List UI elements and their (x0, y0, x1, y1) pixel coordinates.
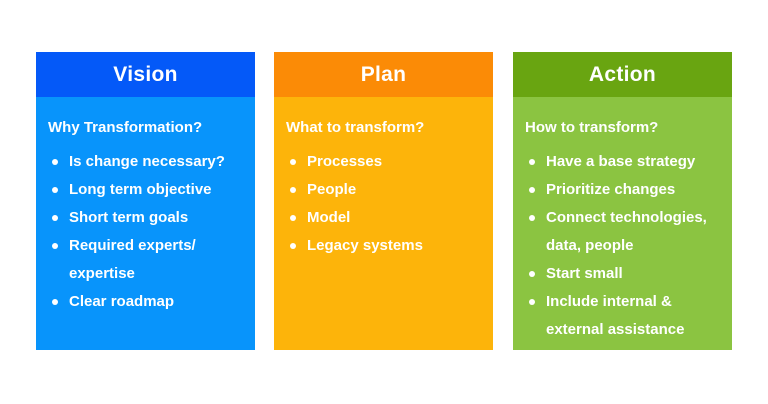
bullet-text: Legacy systems (307, 237, 423, 254)
bullet-text: Connect technologies, data, people (546, 209, 707, 254)
bullet-dot-icon (529, 271, 535, 277)
bullet-item: Clear roadmap (48, 288, 245, 316)
bullet-text: Long term objective (69, 181, 212, 198)
bullet-item: Include internal & external assistance (525, 288, 722, 344)
column-vision: Vision Why Transformation? Is change nec… (36, 52, 255, 350)
bullet-dot-icon (529, 187, 535, 193)
column-header-plan: Plan (274, 52, 493, 97)
bullet-text: Processes (307, 153, 383, 170)
bullet-item: Legacy systems (286, 232, 483, 260)
bullet-text: Clear roadmap (69, 293, 175, 310)
column-title: Action (588, 62, 657, 86)
bullet-dot-icon (52, 299, 58, 305)
bullet-item: Is change necessary? (48, 148, 245, 176)
bullet-text: Include internal & external assistance (546, 293, 685, 338)
column-header-vision: Vision (36, 52, 255, 97)
bullet-item: Start small (525, 260, 722, 288)
bullet-dot-icon (290, 215, 296, 221)
bullet-item: Have a base strategy (525, 148, 722, 176)
bullet-item: Connect technologies, data, people (525, 204, 722, 260)
bullet-dot-icon (52, 215, 58, 221)
column-title: Vision (113, 62, 178, 86)
bullet-item: Prioritize changes (525, 176, 722, 204)
bullet-item: Short term goals (48, 204, 245, 232)
bullet-item: Model (286, 204, 483, 232)
bullet-item: Long term objective (48, 176, 245, 204)
column-question: How to transform? (525, 119, 659, 136)
column-action: Action How to transform? Have a base str… (513, 52, 732, 350)
bullet-text: Required experts/ expertise (69, 237, 196, 282)
column-title: Plan (360, 62, 407, 86)
bullet-dot-icon (290, 187, 296, 193)
bullet-dot-icon (52, 159, 58, 165)
bullet-dot-icon (529, 299, 535, 305)
bullet-text: Model (307, 209, 351, 226)
bullet-item: People (286, 176, 483, 204)
bullet-text: Prioritize changes (546, 181, 676, 198)
bullet-item: Required experts/ expertise (48, 232, 245, 288)
column-question: What to transform? (286, 119, 425, 136)
bullet-item: Processes (286, 148, 483, 176)
bullet-text: People (307, 181, 357, 198)
bullet-dot-icon (529, 159, 535, 165)
bullet-dot-icon (52, 243, 58, 249)
bullet-dot-icon (290, 243, 296, 249)
bullet-dot-icon (529, 215, 535, 221)
bullet-dot-icon (290, 159, 296, 165)
bullet-dot-icon (52, 187, 58, 193)
column-question: Why Transformation? (48, 119, 203, 136)
column-body: Why Transformation? Is change necessary?… (36, 97, 255, 350)
column-header-action: Action (513, 52, 732, 97)
bullet-text: Is change necessary? (69, 153, 225, 170)
bullet-text: Short term goals (69, 209, 189, 226)
bullet-text: Start small (546, 265, 623, 282)
bullet-text: Have a base strategy (546, 153, 696, 170)
